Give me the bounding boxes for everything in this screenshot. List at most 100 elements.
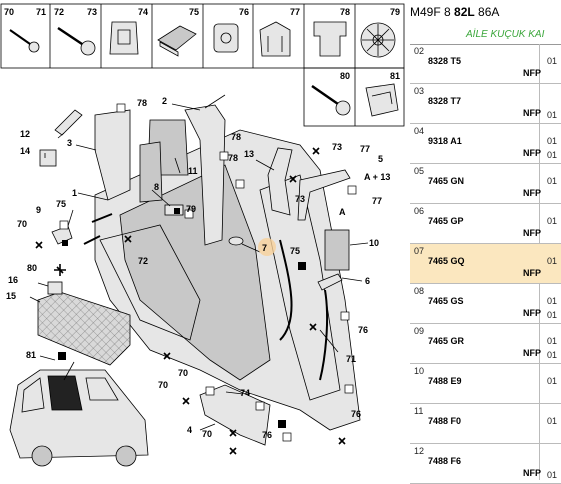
callout-75b: 75: [290, 246, 300, 256]
callout-4: 4: [187, 425, 192, 435]
rosette-79-icon: [360, 22, 396, 58]
callout-labels: 1 2 3 4 5 A + 13 6 7 8 9 10 11 12 13 14 …: [6, 96, 390, 440]
callout-79: 79: [186, 204, 196, 214]
part-quantity-secondary: 01: [547, 310, 558, 320]
part-tag: NFP: [523, 188, 541, 198]
callout-11: 11: [188, 166, 198, 176]
callout-78b: 78: [231, 132, 241, 142]
callout-70c: 70: [158, 380, 168, 390]
callout-76b: 76: [351, 409, 361, 419]
grab-handle-icon: [267, 147, 293, 216]
part-quantity-secondary: 01: [547, 350, 558, 360]
callout-75a: 75: [56, 199, 66, 209]
callout-10: 10: [369, 238, 379, 248]
part-reference: 7465 GN: [428, 176, 465, 186]
row-number: 06: [414, 206, 425, 216]
row-number: 04: [414, 126, 425, 136]
row-number: 10: [414, 366, 425, 376]
callout-3: 3: [67, 138, 72, 148]
part-reference: 7465 GR: [428, 336, 465, 346]
part-reference: 8328 T7: [428, 96, 462, 106]
screw-markers: [35, 147, 346, 455]
callout-2: 2: [162, 96, 167, 106]
callout-6: 6: [365, 276, 370, 286]
clip-74-icon: [109, 21, 139, 55]
part-quantity: 01: [547, 56, 558, 66]
row-number: 02: [414, 46, 425, 56]
row-number: 11: [414, 406, 424, 416]
callout-1: 1: [72, 188, 77, 198]
row-number: 08: [414, 286, 425, 296]
thumb-label-81: 81: [390, 71, 400, 81]
part-reference: 7465 GQ: [428, 256, 465, 266]
thumb-label-72: 72: [54, 7, 64, 17]
callout-markers: [58, 103, 357, 442]
callout-8: 8: [154, 182, 159, 192]
callout-77b: 77: [372, 196, 382, 206]
clip-75-icon: [157, 25, 197, 57]
row-number: 05: [414, 166, 425, 176]
callout-16: 16: [8, 275, 18, 285]
callout-70a: 70: [17, 219, 27, 229]
thumb-label-75: 75: [189, 7, 199, 17]
row-number: 09: [414, 326, 425, 336]
thumb-label-74: 74: [138, 7, 148, 17]
callout-5b: A + 13: [364, 172, 390, 182]
callout-78c: 78: [228, 153, 238, 163]
model-code-prefix: M49F 8: [410, 5, 455, 19]
parts-diagram: 70 71 72 73 74 75 76 77 78 79 80 81: [0, 3, 405, 467]
callout-12: 12: [20, 129, 30, 139]
model-code: M49F 8 82L 86A: [410, 5, 499, 19]
part-quantity-secondary: 01: [547, 110, 558, 120]
callout-15: 15: [6, 291, 16, 301]
screw-72-icon: [57, 26, 96, 56]
row-number: 07: [414, 246, 425, 256]
thumb-label-80: 80: [340, 71, 350, 81]
plug-6-icon: [317, 273, 343, 291]
callout-7: 7: [262, 243, 267, 253]
row-number: 03: [414, 86, 425, 96]
part-quantity: 01: [547, 136, 558, 146]
thumb-label-71: 71: [36, 7, 46, 17]
part-tag: NFP: [523, 108, 541, 118]
part-reference: 7488 F6: [428, 456, 462, 466]
callout-76c: 76: [262, 430, 272, 440]
part-quantity: 01: [547, 256, 558, 266]
door-handle-assembly-icon: [297, 169, 351, 221]
callout-76a: 76: [358, 325, 368, 335]
clip-77-icon: [259, 21, 291, 57]
callout-78a: 78: [137, 98, 147, 108]
plate-12-icon: [54, 109, 83, 136]
part-quantity: 01: [547, 176, 558, 186]
part-quantity: 01: [547, 416, 558, 426]
callout-5: 5: [378, 154, 383, 164]
plate-14-icon: [39, 149, 57, 167]
clip-78-icon: [313, 21, 347, 57]
plug-7-icon: [228, 236, 244, 246]
thumb-label-79: 79: [390, 7, 400, 17]
pad-10-icon: [324, 229, 350, 271]
thumb-label-78: 78: [340, 7, 350, 17]
thumb-label-70: 70: [4, 7, 14, 17]
part-reference: 7465 GP: [428, 216, 464, 226]
part-tag: NFP: [523, 228, 541, 238]
part-tag: NFP: [523, 68, 541, 78]
callout-73a: 73: [332, 142, 342, 152]
group-subtitle: AİLE KUÇUK KAI: [466, 29, 545, 40]
part-quantity: 01: [547, 376, 558, 386]
model-code-bold: 82L: [454, 5, 475, 19]
part-reference: 7465 GS: [428, 296, 464, 306]
body-side-panel: [94, 129, 361, 431]
